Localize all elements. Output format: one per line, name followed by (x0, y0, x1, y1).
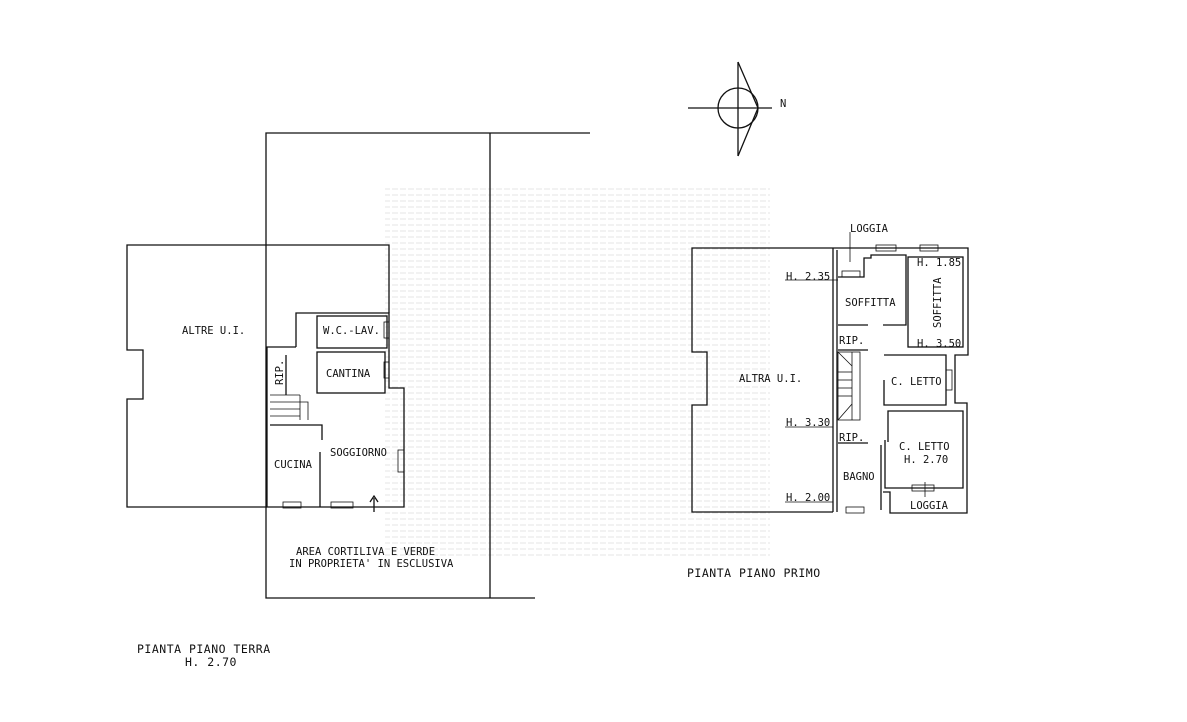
room-label-soffitta: SOFFITTA (845, 297, 896, 309)
room-label-altra-ui: ALTRA U.I. (739, 373, 802, 385)
room-label-altre-ui: ALTRE U.I. (182, 325, 245, 337)
windows (841, 244, 953, 514)
height-label-330: H. 3.30 (786, 417, 830, 429)
lot-boundary (265, 132, 590, 599)
soffitta-room-2 (907, 256, 964, 348)
room-label-cantina: CANTINA (326, 368, 371, 380)
room-label-rip: RIP. (274, 360, 286, 385)
room-label-soffitta-vertical: SOFFITTA (932, 277, 944, 328)
height-label-185: H. 1.85 (917, 257, 961, 269)
room-label-loggia-bottom: LOGGIA (910, 500, 949, 512)
north-compass-icon (688, 61, 772, 157)
wc-room (316, 315, 388, 349)
yard-label-line2: IN PROPRIETA' IN ESCLUSIVA (289, 558, 454, 570)
cantina-room (316, 351, 386, 394)
room-label-bagno: BAGNO (843, 471, 875, 483)
room-label-rip-1: RIP. (839, 335, 864, 347)
ground-floor-title: PIANTA PIANO TERRA (137, 642, 271, 656)
height-label-letto-2: H. 2.70 (904, 454, 948, 466)
height-label-350: H. 3.50 (917, 338, 961, 350)
height-label-235: H. 2.35 (786, 271, 830, 283)
first-floor-plan (691, 232, 969, 514)
altre-ui-outline (126, 244, 390, 508)
room-label-cucina: CUCINA (274, 459, 313, 471)
room-label-letto-2: C. LETTO (899, 441, 950, 453)
house-outline (266, 312, 405, 508)
ground-floor-plan (126, 132, 590, 599)
yard-label-line1: AREA CORTILIVA E VERDE (296, 546, 435, 558)
room-label-rip-2: RIP. (839, 432, 864, 444)
ground-floor-height: H. 2.70 (185, 655, 237, 669)
staircase (270, 394, 309, 420)
height-label-200: H. 2.00 (786, 492, 830, 504)
room-label-soggiorno: SOGGIORNO (330, 447, 387, 459)
room-label-loggia-top: LOGGIA (850, 223, 889, 235)
windows (282, 321, 405, 509)
first-floor-title: PIANTA PIANO PRIMO (687, 566, 821, 580)
height-leader-lines (785, 279, 838, 503)
staircase (837, 351, 861, 421)
room-label-letto-1: C. LETTO (891, 376, 942, 388)
scan-noise-area (385, 185, 770, 560)
room-label-wc: W.C.-LAV. (323, 325, 380, 337)
north-label: N (780, 98, 786, 110)
